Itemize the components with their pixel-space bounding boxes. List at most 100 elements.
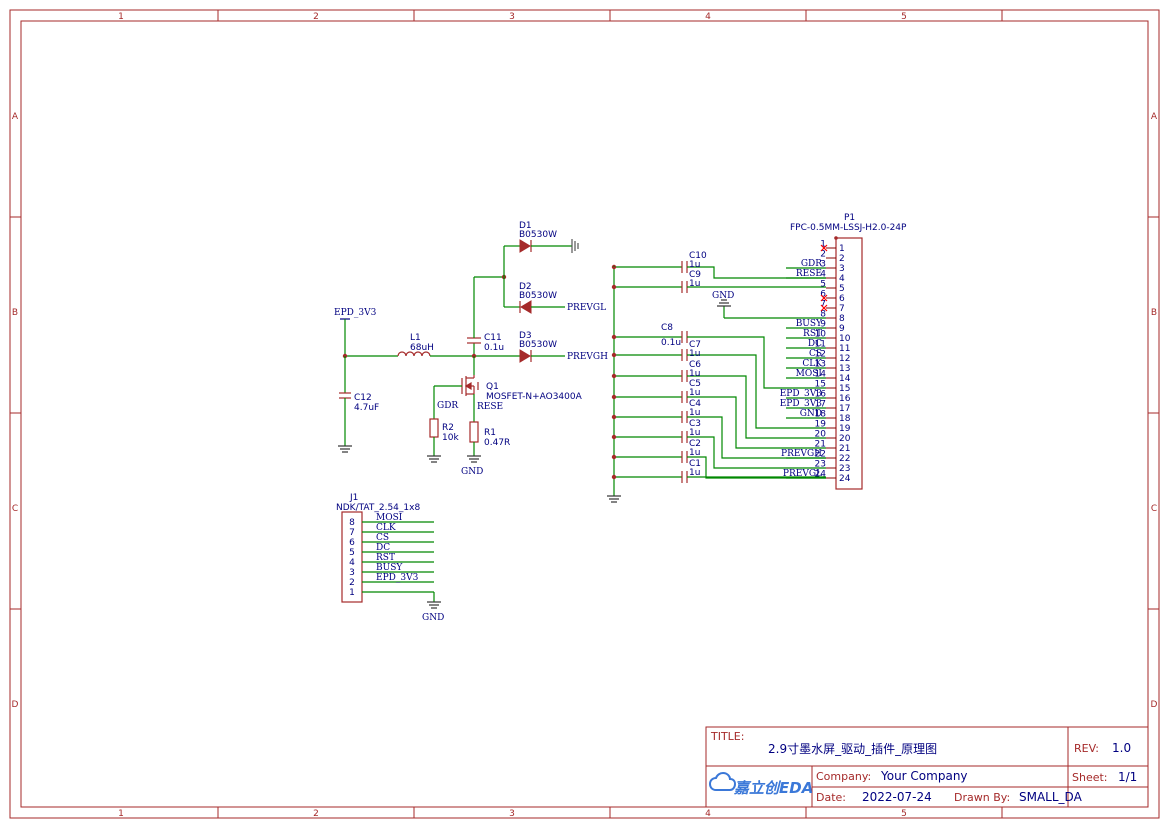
d1-ref: D1 bbox=[519, 221, 532, 231]
date-value: 2022-07-24 bbox=[862, 790, 932, 804]
sheet-value: 1/1 bbox=[1118, 770, 1137, 784]
p1-pin-number: 21 bbox=[839, 444, 850, 454]
c10-value: 1u bbox=[689, 260, 700, 270]
j1-value: NDK/TAT_2.54_1x8 bbox=[336, 503, 420, 513]
r2-value: 10k bbox=[442, 433, 459, 443]
company-label: Company: bbox=[816, 770, 871, 783]
p1-net-label: PREVGH bbox=[781, 449, 822, 459]
title-text: 2.9寸墨水屏_驱动_插件_原理图 bbox=[768, 742, 937, 756]
c2-value: 1u bbox=[689, 448, 700, 458]
p1-pin-number: 14 bbox=[839, 374, 851, 384]
epd-3v3-power-label: EPD_3V3 bbox=[334, 308, 377, 318]
c6-ref: C6 bbox=[689, 360, 701, 370]
row-label-right-d: D bbox=[1151, 700, 1158, 710]
c11-value: 0.1u bbox=[484, 343, 504, 353]
p1-net-label: RST bbox=[803, 329, 822, 339]
d2-ref: D2 bbox=[519, 282, 532, 292]
col-label-top-1: 1 bbox=[118, 12, 124, 22]
capacitor-bank: C10 1u C9 1u C8 0.1u C7 1u C6 1u C5 1u C… bbox=[607, 251, 826, 503]
r1-ref: R1 bbox=[484, 428, 496, 438]
c4-value: 1u bbox=[689, 408, 700, 418]
p1-pin-number: 8 bbox=[839, 314, 845, 324]
j1-net-label: MOSI bbox=[376, 513, 403, 523]
p1-pin-number: 15 bbox=[839, 384, 850, 394]
p1-pin-number: 11 bbox=[839, 344, 850, 354]
d2-value: B0530W bbox=[519, 291, 557, 301]
row-label-right-b: B bbox=[1151, 308, 1157, 318]
l1-value: 68uH bbox=[410, 343, 434, 353]
p1-pin-number: 16 bbox=[839, 394, 851, 404]
j1-net-label: CS bbox=[376, 533, 389, 543]
title-label: TITLE: bbox=[710, 730, 744, 743]
d3-value: B0530W bbox=[519, 340, 557, 350]
c7-ref: C7 bbox=[689, 340, 701, 350]
j1-net-label: EPD_3V3 bbox=[376, 573, 419, 583]
p1-pin-number-left: 15 bbox=[815, 380, 826, 390]
j1-pin-number: 2 bbox=[349, 578, 355, 588]
gnd-label: GND bbox=[461, 467, 483, 477]
p1-pin-number: 17 bbox=[839, 404, 850, 414]
p1-pin-number: 3 bbox=[839, 264, 845, 274]
p1-net-label: PREVGL bbox=[783, 469, 822, 479]
mosfet-section: GDR Q1 MOSFET-N+AO3400A RESE R2 10k R1 0… bbox=[427, 356, 583, 477]
c5-ref: C5 bbox=[689, 379, 701, 389]
p1-pin-number-left: 5 bbox=[820, 280, 826, 290]
p1-net-label: RESE bbox=[796, 269, 822, 279]
p1-pin-number-left: 2 bbox=[820, 250, 826, 260]
gnd-label: GND bbox=[422, 613, 444, 623]
c9-ref: C9 bbox=[689, 270, 701, 280]
j1-pin-number: 6 bbox=[349, 538, 355, 548]
p1-net-label: CS bbox=[809, 349, 822, 359]
p1-net-label: DC bbox=[808, 339, 822, 349]
diode-d3-icon bbox=[519, 349, 531, 363]
cloud-logo-icon bbox=[708, 771, 737, 791]
rev-value: 1.0 bbox=[1112, 741, 1131, 755]
j1-ref: J1 bbox=[349, 493, 358, 503]
p1-pin-number: 13 bbox=[839, 364, 850, 374]
p1-pin-number-left: 6 bbox=[820, 290, 826, 300]
date-label: Date: bbox=[816, 791, 846, 804]
c8-ref: C8 bbox=[661, 323, 673, 333]
resistor-r1-icon bbox=[469, 421, 479, 443]
p1-pin-number: 22 bbox=[839, 454, 850, 464]
col-label-bottom-1: 1 bbox=[118, 809, 124, 819]
p1-net-label: GDR bbox=[801, 259, 822, 269]
c5-value: 1u bbox=[689, 388, 700, 398]
drawn-by-value: SMALL_DA bbox=[1019, 790, 1083, 804]
ground-icon bbox=[467, 455, 481, 463]
p1-pin-number-left: 10 bbox=[815, 330, 827, 340]
p1-pin-number-left: 7 bbox=[820, 300, 826, 310]
row-label-right-a: A bbox=[1151, 112, 1158, 122]
inductor-l1-icon bbox=[397, 351, 431, 357]
p1-pin-number: 23 bbox=[839, 464, 850, 474]
mosfet-q1-icon bbox=[461, 375, 479, 396]
p1-net-label: BUSY bbox=[796, 319, 823, 329]
q1-value: MOSFET-N+AO3400A bbox=[486, 392, 583, 402]
c1-ref: C1 bbox=[689, 459, 701, 469]
p1-pin-number-left: 16 bbox=[815, 390, 827, 400]
p1-pin-number-left: 1 bbox=[820, 240, 826, 250]
gnd-label: GND bbox=[712, 291, 734, 301]
d1-value: B0530W bbox=[519, 230, 557, 240]
p1-pin-number: 10 bbox=[839, 334, 851, 344]
row-label-left-d: D bbox=[12, 700, 19, 710]
ground-icon bbox=[717, 299, 731, 307]
p1-value: FPC-0.5MM-LSSJ-H2.0-24P bbox=[790, 223, 907, 233]
sheet-label: Sheet: bbox=[1072, 771, 1108, 784]
q1-ref: Q1 bbox=[486, 382, 499, 392]
col-label-top-3: 3 bbox=[509, 12, 515, 22]
drawing-frame: 1 2 3 4 5 1 2 3 4 5 A B C D A B C D bbox=[9, 9, 1160, 819]
d3-ref: D3 bbox=[519, 331, 532, 341]
diode-d1-icon bbox=[519, 239, 531, 253]
j1-pin-number: 5 bbox=[349, 548, 355, 558]
jlc-eda-logo: 嘉立创EDA bbox=[708, 771, 813, 797]
p1-net-label: EPD_3V3 bbox=[780, 399, 823, 409]
j1-net-label: RST bbox=[376, 553, 395, 563]
prevgl-net-label: PREVGL bbox=[567, 303, 606, 313]
diode-d2-icon bbox=[520, 300, 532, 314]
col-label-top-4: 4 bbox=[705, 12, 711, 22]
j1-pin-number: 7 bbox=[349, 528, 355, 538]
col-label-top-2: 2 bbox=[313, 12, 319, 22]
col-label-bottom-3: 3 bbox=[509, 809, 515, 819]
row-label-right-c: C bbox=[1151, 504, 1157, 514]
